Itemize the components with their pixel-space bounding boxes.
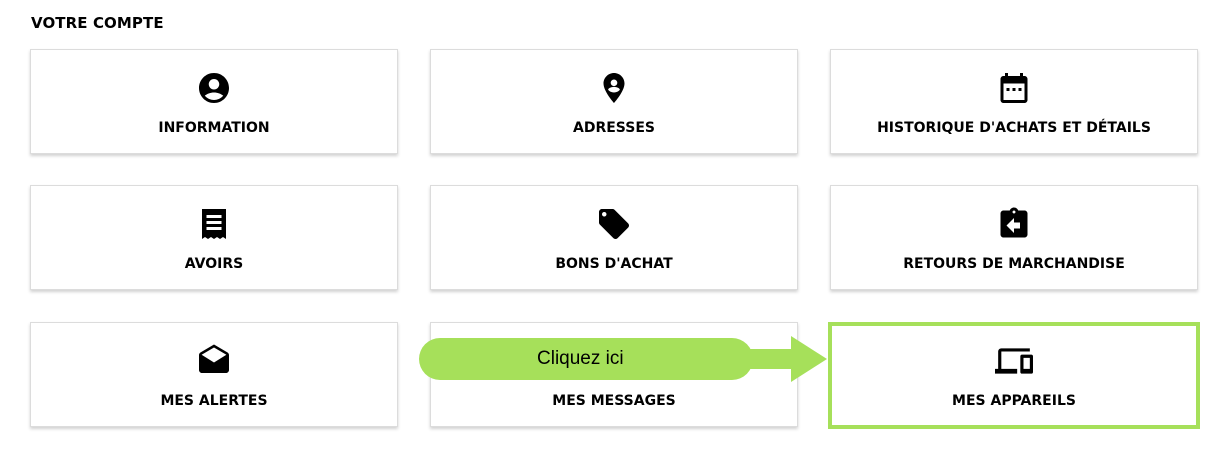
tile-label: MES ALERTES <box>160 393 268 409</box>
tag-icon <box>595 205 633 243</box>
tile-historique[interactable]: HISTORIQUE D'ACHATS ET DÉTAILS <box>830 49 1198 154</box>
tile-mes-appareils[interactable]: MES APPAREILS <box>828 322 1200 429</box>
tile-adresses[interactable]: ADRESSES <box>430 49 798 154</box>
callout-bubble: Cliquez ici <box>419 338 753 380</box>
receipt-icon <box>195 205 233 243</box>
callout-arrow-icon <box>735 336 827 382</box>
tile-information[interactable]: INFORMATION <box>30 49 398 154</box>
tile-label: RETOURS DE MARCHANDISE <box>903 256 1125 272</box>
tile-avoirs[interactable]: AVOIRS <box>30 185 398 290</box>
location-pin-icon <box>595 69 633 107</box>
tile-label: HISTORIQUE D'ACHATS ET DÉTAILS <box>877 120 1151 136</box>
open-envelope-icon <box>195 342 233 380</box>
tile-mes-alertes[interactable]: MES ALERTES <box>30 322 398 427</box>
devices-icon <box>995 342 1033 380</box>
tile-label: INFORMATION <box>158 120 270 136</box>
page-title: VOTRE COMPTE <box>31 14 164 32</box>
tile-bons-achat[interactable]: BONS D'ACHAT <box>430 185 798 290</box>
tile-label: MES APPAREILS <box>952 393 1076 409</box>
tile-label: ADRESSES <box>573 120 655 136</box>
tile-retours[interactable]: RETOURS DE MARCHANDISE <box>830 185 1198 290</box>
tile-label: MES MESSAGES <box>552 393 676 409</box>
tile-label: BONS D'ACHAT <box>555 256 673 272</box>
calendar-icon <box>995 69 1033 107</box>
account-circle-icon <box>195 69 233 107</box>
callout-text: Cliquez ici <box>537 348 624 369</box>
tile-label: AVOIRS <box>184 256 244 272</box>
assignment-return-icon <box>995 205 1033 243</box>
